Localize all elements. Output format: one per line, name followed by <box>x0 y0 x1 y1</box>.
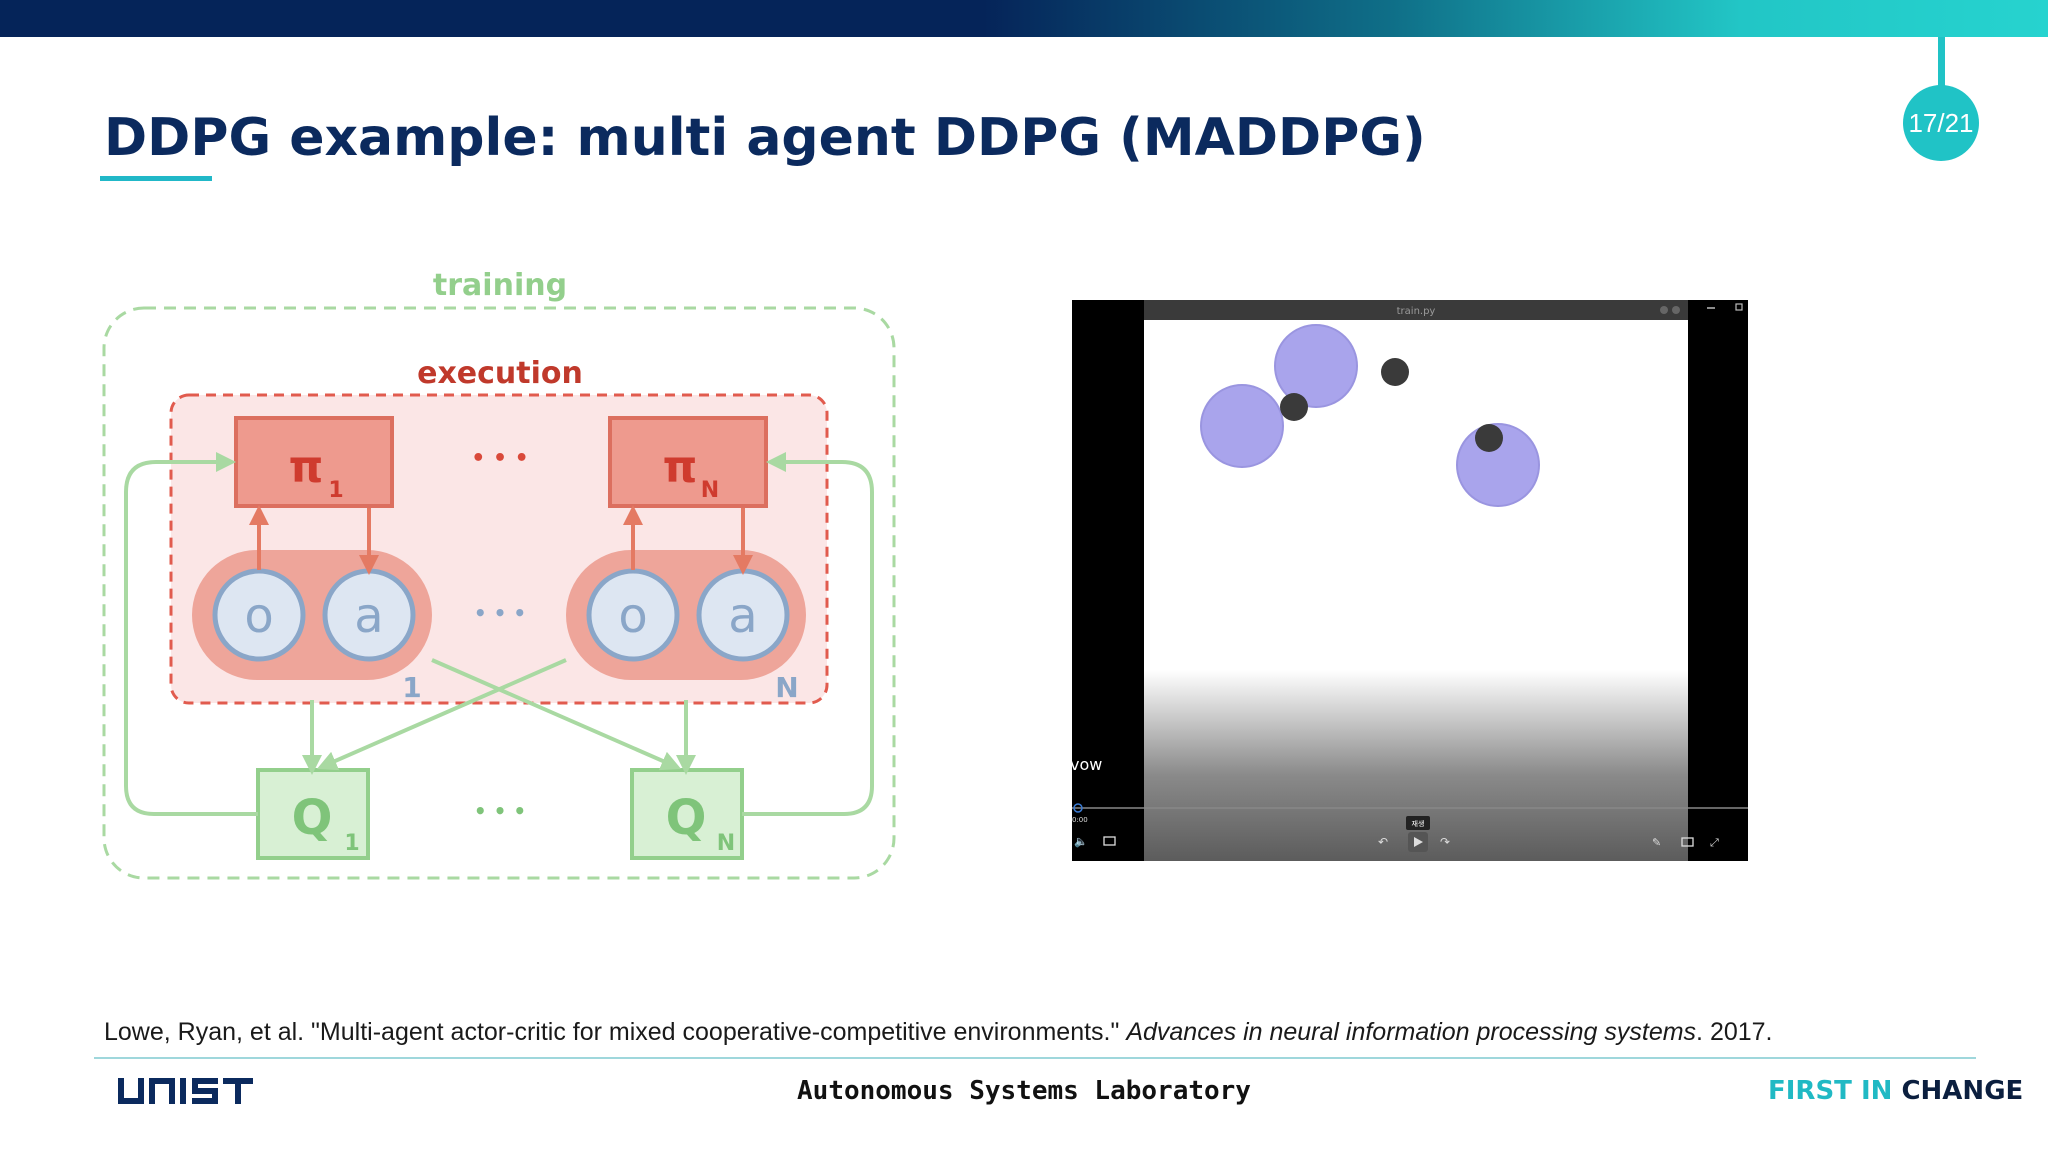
critic-box-n <box>630 768 744 860</box>
video-time: 0:00 <box>1072 816 1088 824</box>
pip-icon <box>1681 837 1694 847</box>
critic-1-subscript: 1 <box>344 831 359 856</box>
policy-1-subscript: 1 <box>328 478 343 503</box>
policy-box-1 <box>234 416 394 508</box>
video-overlay-text: vow <box>1072 755 1102 774</box>
citation-journal: Advances in neural information processin… <box>1126 1018 1697 1046</box>
critic-1-symbol: Q <box>292 790 333 846</box>
unist-logo <box>118 1078 253 1104</box>
agent-n-action-label: a <box>728 588 757 644</box>
policy-1-symbol: π <box>289 442 324 493</box>
landmark-dot <box>1475 424 1503 452</box>
fullscreen-icon: ⤢ <box>1710 836 1719 849</box>
agent-circle <box>1200 384 1284 468</box>
simulation-video-player[interactable]: train.py vow 0:00 🔈 ↶ 재생 ↷ ✎ ⤢ <box>1072 300 1748 861</box>
maddpg-diagram: training execution π 1 π N • • • o a o a… <box>102 268 896 880</box>
play-icon <box>1414 837 1423 847</box>
volume-icon: 🔈 <box>1074 835 1088 848</box>
rewind-icon: ↶ <box>1378 835 1388 849</box>
footer-divider <box>94 1057 1976 1059</box>
critic-1-to-policy-1-loop <box>124 452 258 816</box>
critic-n-to-policy-n-loop <box>742 452 874 816</box>
play-tooltip-bg <box>1406 816 1430 830</box>
critic-n-symbol: Q <box>666 790 707 846</box>
window-dot-1 <box>1660 306 1668 314</box>
top-gradient-bar <box>0 0 2048 37</box>
lab-name: Autonomous Systems Laboratory <box>797 1076 1251 1106</box>
page-badge-stem <box>1938 37 1945 87</box>
citation-year: . 2017. <box>1696 1018 1773 1046</box>
training-label: training <box>433 268 567 303</box>
citation: Lowe, Ryan, et al. "Multi-agent actor-cr… <box>104 1018 1773 1047</box>
agent-n-index: N <box>775 671 798 704</box>
forward-icon: ↷ <box>1440 835 1450 849</box>
policy-ellipsis: • • • <box>471 446 529 471</box>
edit-icon: ✎ <box>1652 836 1661 849</box>
critic-ellipsis: • • • <box>474 799 526 823</box>
progress-handle <box>1073 803 1083 813</box>
agent-1-action-label: a <box>354 588 383 644</box>
policy-n-symbol: π <box>663 442 698 493</box>
title-underline <box>100 176 212 181</box>
slide-title: DDPG example: multi agent DDPG (MADDPG) <box>104 108 1426 168</box>
agent-1-to-critic-n-arrow <box>431 658 682 771</box>
page-number-badge: 17/21 <box>1903 85 1979 161</box>
slogan-change: CHANGE <box>1901 1076 2024 1106</box>
landmark-dot <box>1381 358 1409 386</box>
agent-n-observation-label: o <box>618 588 647 644</box>
agent-1-observation <box>212 568 306 662</box>
maximize-icon <box>1735 303 1743 311</box>
critic-box-1 <box>256 768 370 860</box>
agent-1-observation-label: o <box>244 588 273 644</box>
slogan-first-in: FIRST IN <box>1768 1076 1893 1106</box>
landmark-dot <box>1280 393 1308 421</box>
execution-label: execution <box>417 356 583 391</box>
agent-ellipsis: • • • <box>474 601 526 625</box>
training-region <box>102 306 896 880</box>
policy-n-subscript: N <box>701 478 719 503</box>
simulation-window-title: train.py <box>1397 306 1436 317</box>
critic-n-subscript: N <box>717 831 735 856</box>
simulation-window-titlebar <box>1144 300 1688 320</box>
citation-plain: Lowe, Ryan, et al. "Multi-agent actor-cr… <box>104 1018 1127 1046</box>
agent-n-to-critic-1-arrow <box>316 658 567 771</box>
agent-circle <box>1274 324 1358 408</box>
slogan: FIRST IN CHANGE <box>1768 1076 2023 1106</box>
agent-n-observation <box>586 568 680 662</box>
captions-icon <box>1103 836 1116 846</box>
play-tooltip: 재생 <box>1412 819 1425 828</box>
agent-1-index: 1 <box>402 671 421 704</box>
window-dot-2 <box>1672 306 1680 314</box>
